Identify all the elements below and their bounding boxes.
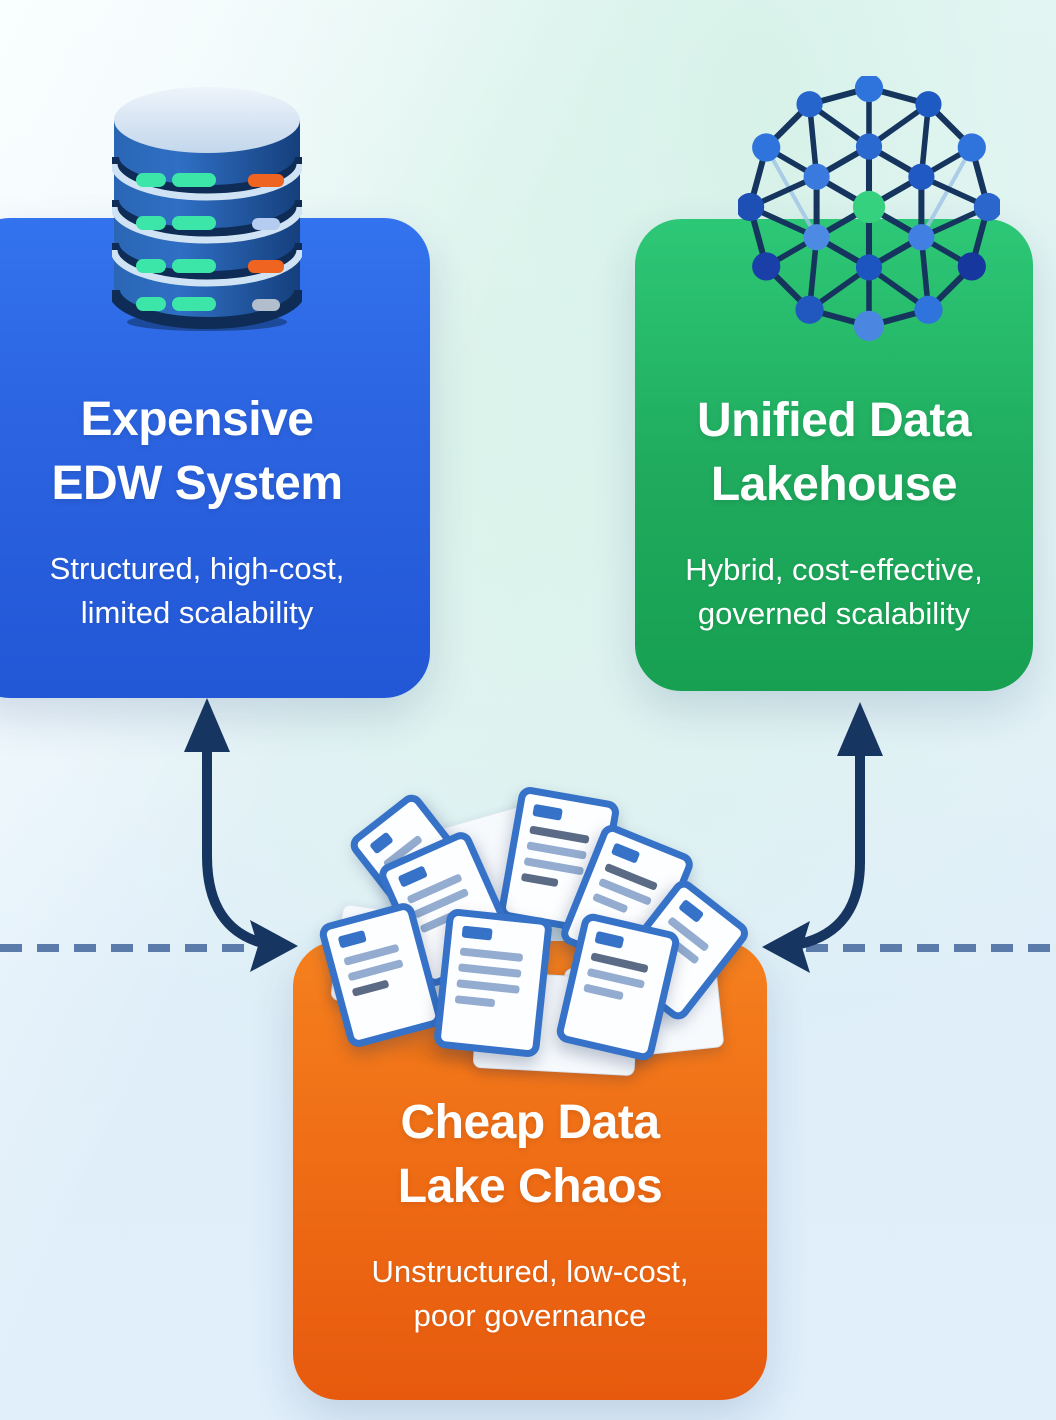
title-line-2: Lake Chaos bbox=[397, 1160, 663, 1214]
network-graph-icon bbox=[738, 76, 1000, 342]
card-subtitle: Hybrid, cost-effective, governed scalabi… bbox=[635, 548, 1033, 636]
card-title: Unified Data Lakehouse bbox=[635, 389, 1033, 518]
arrow-to-lakehouse bbox=[762, 702, 883, 973]
subtitle-line-1: Structured, high-cost, bbox=[49, 550, 345, 586]
card-subtitle: Unstructured, low-cost, poor governance bbox=[293, 1250, 767, 1338]
card-title: Cheap Data Lake Chaos bbox=[293, 1091, 767, 1220]
card-title: Expensive EDW System bbox=[0, 388, 430, 517]
subtitle-line-2: poor governance bbox=[413, 1297, 647, 1333]
card-subtitle: Structured, high-cost, limited scalabili… bbox=[0, 547, 430, 635]
arrow-to-edw bbox=[184, 698, 298, 972]
title-line-2: EDW System bbox=[51, 457, 343, 511]
title-line-1: Unified Data bbox=[696, 394, 972, 447]
subtitle-line-2: limited scalability bbox=[80, 594, 314, 630]
title-line-1: Expensive bbox=[80, 393, 314, 446]
title-line-1: Cheap Data bbox=[400, 1096, 660, 1149]
subtitle-line-2: governed scalability bbox=[697, 595, 971, 631]
subtitle-line-1: Hybrid, cost-effective, bbox=[685, 551, 983, 587]
database-stack-icon bbox=[112, 87, 302, 331]
document-pile-icon bbox=[317, 785, 753, 1079]
subtitle-line-1: Unstructured, low-cost, bbox=[371, 1253, 689, 1289]
card-unified-data-lakehouse: Unified Data Lakehouse Hybrid, cost-effe… bbox=[635, 219, 1033, 691]
title-line-2: Lakehouse bbox=[710, 458, 958, 512]
document bbox=[432, 907, 554, 1059]
